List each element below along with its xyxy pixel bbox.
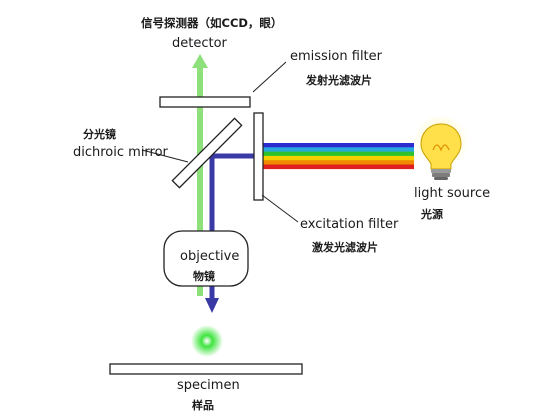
excitation-arrow-head	[205, 298, 219, 313]
objective-lens	[163, 230, 249, 287]
emission-filter-label-zh: 发射光滤波片	[306, 74, 372, 87]
dichroic-mirror-label: dichroic mirror	[73, 145, 168, 160]
emission-light-beam	[197, 64, 203, 296]
dichroic-mirror-label-zh: 分光镜	[83, 128, 116, 141]
emission-filter-label: emission filter	[290, 49, 382, 64]
dichroic-pointer	[141, 149, 189, 163]
spectrum-stripe	[263, 160, 414, 165]
light-source-label: light source	[414, 186, 491, 201]
specimen-label-zh: 样品	[192, 399, 214, 412]
detector-label: detector	[172, 36, 227, 51]
excitation-filter-pointer	[261, 194, 299, 223]
objective-label: objective	[180, 249, 240, 264]
spectrum-stripe	[263, 155, 414, 161]
excitation-filter-label: excitation filter	[300, 217, 399, 232]
dichroic-mirror	[171, 117, 243, 189]
excitation-spectrum-beam	[263, 143, 414, 170]
light-bulb-icon	[413, 116, 469, 180]
emission-arrow-head	[192, 54, 208, 68]
specimen-slide	[109, 363, 303, 375]
spectrum-stripe	[263, 164, 414, 170]
specimen-fluorescence-glow	[191, 325, 223, 357]
detector-label-zh: 信号探测器（如CCD，眼）	[141, 16, 283, 30]
emission-filter-pointer	[252, 61, 287, 93]
emission-filter	[159, 96, 251, 108]
objective-label-zh: 物镜	[193, 270, 215, 283]
excitation-filter-label-zh: 激发光滤波片	[312, 241, 378, 254]
spectrum-stripe	[263, 151, 414, 157]
spectrum-stripe	[263, 147, 414, 152]
light-source-label-zh: 光源	[421, 208, 443, 221]
spectrum-stripe	[263, 143, 414, 148]
excitation-filter	[253, 112, 264, 201]
specimen-label: specimen	[177, 378, 240, 393]
